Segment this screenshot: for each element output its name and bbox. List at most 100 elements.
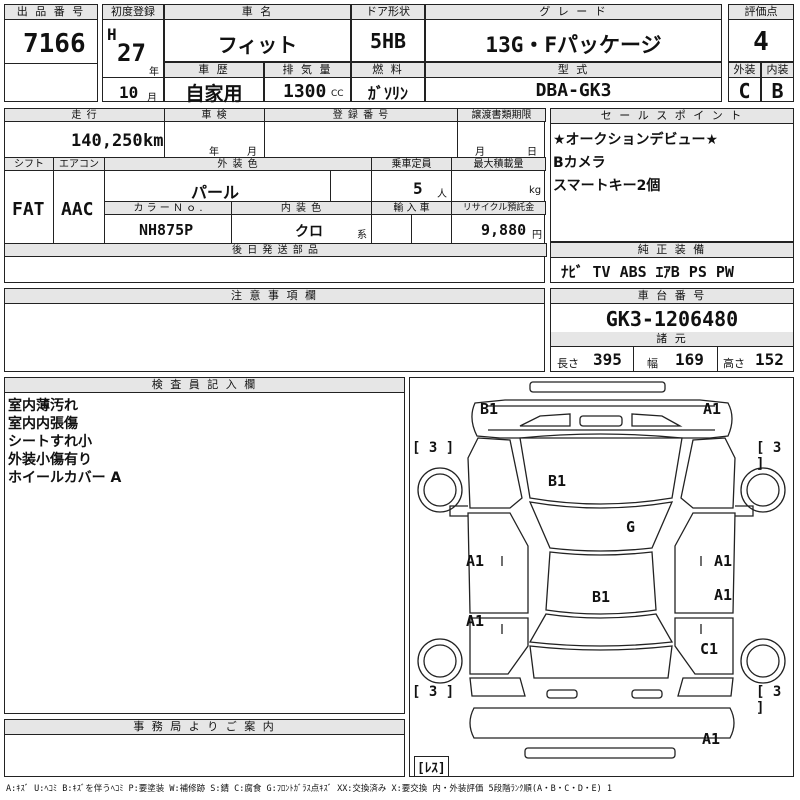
car-name-label: 車 名 bbox=[165, 5, 350, 20]
era-value: H bbox=[107, 25, 117, 44]
height-value: 152 bbox=[755, 350, 784, 369]
recycle-fee-unit: 円 bbox=[532, 230, 542, 241]
car-diagram bbox=[417, 381, 786, 759]
chassis-label: 車 台 番 号 bbox=[551, 289, 793, 304]
fuel-value: ｶﾞｿﾘﾝ bbox=[367, 84, 408, 103]
exterior-color-label: 外 装 色 bbox=[104, 157, 372, 171]
history-value: 自家用 bbox=[185, 83, 243, 105]
car-name-box: 車 名 フィット bbox=[164, 4, 351, 62]
inspector-line: 外装小傷有り bbox=[8, 452, 92, 468]
damage-rear-bumper: A1 bbox=[702, 730, 721, 748]
lot-number-value: 7166 bbox=[23, 29, 86, 59]
inspector-line: 室内薄汚れ bbox=[8, 398, 78, 414]
tire-rear-left-depth: [ 3 ] bbox=[412, 684, 455, 700]
inspector-line: 室内内張傷 bbox=[8, 416, 78, 432]
chassis-panel: 車 台 番 号 GK3-1206480 諸 元 長さ 395 幅 169 高さ … bbox=[550, 288, 794, 372]
width-value: 169 bbox=[675, 350, 704, 369]
inspection-year-unit: 年 bbox=[209, 147, 219, 158]
mileage-label: 走 行 bbox=[4, 108, 165, 122]
specs-label: 諸 元 bbox=[551, 332, 793, 347]
model-box: 型 式 DBA-GK3 bbox=[425, 62, 722, 102]
door-type-label: ドア形状 bbox=[352, 5, 424, 20]
height-label: 高さ bbox=[723, 357, 745, 370]
transfer-month-unit: 月 bbox=[475, 147, 485, 158]
office-panel: 事 務 局 よ り ご 案 内 bbox=[4, 719, 405, 777]
equipment-label: 純 正 装 備 bbox=[551, 243, 793, 258]
month-value: 10 bbox=[119, 83, 139, 102]
car-name-value: フィット bbox=[217, 33, 298, 57]
grade-label: グ レ ー ド bbox=[426, 5, 721, 20]
exterior-color-value: パール bbox=[191, 183, 240, 202]
inspector-panel: 検 査 員 記 入 欄 室内薄汚れ 室内内張傷 シートすれ小 外装小傷有り ホイ… bbox=[4, 377, 405, 714]
sales-point-line: スマートキー2個 bbox=[553, 178, 661, 194]
exterior-grade-label: 外装 bbox=[729, 63, 760, 78]
displacement-unit: CC bbox=[331, 89, 344, 99]
history-box: 車 歴 自家用 bbox=[164, 62, 264, 105]
tire-front-right-depth: [ 3 ] bbox=[756, 440, 782, 472]
mileage-unit: km bbox=[143, 131, 164, 151]
door-type-value: 5HB bbox=[369, 29, 407, 53]
spare-tire-label: [ﾚｽ] bbox=[414, 756, 449, 777]
car-diagram-panel: B1 A1 B1 G A1 A1 A1 B1 A1 C1 A1 [ 3 ] [ … bbox=[409, 377, 794, 777]
model-value: DBA-GK3 bbox=[535, 80, 612, 101]
damage-roof: B1 bbox=[592, 588, 611, 606]
sales-point-line: Bカメラ bbox=[553, 155, 606, 171]
sales-points-panel: セ ー ル ス ポ イ ン ト ★オークションデビュー★ Bカメラ スマートキー… bbox=[550, 108, 794, 242]
lot-number-box: 出 品 番 号 7166 bbox=[4, 4, 98, 102]
interior-color-unit: 系 bbox=[357, 230, 367, 241]
year-suffix: 年 bbox=[149, 67, 159, 78]
exterior-grade-value: C bbox=[738, 79, 751, 103]
interior-color-value: クロ bbox=[295, 224, 323, 240]
sales-point-line: ★オークションデビュー★ bbox=[553, 132, 719, 148]
grade-box: グ レ ー ド 13G・Fパッケージ bbox=[425, 4, 722, 62]
inspection-label: 車 検 bbox=[164, 108, 265, 122]
shift-label: シフト bbox=[4, 157, 54, 171]
aircon-value: AAC bbox=[61, 199, 94, 220]
import-label: 輸 入 車 bbox=[371, 201, 452, 215]
width-label: 幅 bbox=[647, 357, 658, 370]
score-label: 評価点 bbox=[729, 5, 793, 20]
legend-text: A:ｷｽﾞ U:ﾍｺﾐ B:ｷｽﾞを伴うﾍｺﾐ P:要塗装 W:補修跡 S:錆 … bbox=[6, 784, 612, 794]
damage-windshield: G bbox=[626, 518, 636, 536]
interior-color-label: 内 装 色 bbox=[231, 201, 372, 215]
history-label: 車 歴 bbox=[165, 63, 263, 78]
inspector-line: シートすれ小 bbox=[8, 434, 92, 450]
tire-front-left-depth: [ 3 ] bbox=[412, 440, 455, 456]
month-suffix: 月 bbox=[147, 93, 157, 104]
damage-front-right: A1 bbox=[703, 400, 722, 418]
displacement-value: 1300 bbox=[283, 81, 327, 102]
displacement-label: 排 気 量 bbox=[265, 63, 350, 78]
equipment-value: ﾅﾋﾞ TV ABS ｴｱB PS PW bbox=[561, 263, 734, 281]
capacity-unit: 人 bbox=[437, 189, 447, 200]
info-panel: 走 行 車 検 登 録 番 号 譲渡書類期限 140,250 km 年 月 月 … bbox=[4, 108, 547, 283]
damage-left-rear-door: A1 bbox=[466, 612, 485, 630]
color-no-label: カ ラ ー Ｎ ｏ . bbox=[104, 201, 232, 215]
interior-grade-value: B bbox=[771, 79, 784, 103]
mileage-value: 140,250 bbox=[71, 131, 143, 151]
first-registration-box: 初度登録 H 27 年 10 月 bbox=[102, 4, 164, 104]
later-parts-label: 後 日 発 送 部 品 bbox=[4, 243, 547, 257]
grade-value: 13G・Fパッケージ bbox=[485, 33, 662, 57]
lot-number-label: 出 品 番 号 bbox=[5, 5, 97, 20]
shift-value: FAT bbox=[12, 199, 45, 220]
recycle-fee-value: 9,880 bbox=[481, 221, 527, 239]
door-type-box: ドア形状 5HB bbox=[351, 4, 425, 62]
model-label: 型 式 bbox=[426, 63, 721, 78]
chassis-value: GK3-1206480 bbox=[605, 307, 739, 331]
damage-hood: B1 bbox=[548, 472, 567, 490]
registration-number-label: 登 録 番 号 bbox=[264, 108, 458, 122]
first-registration-label: 初度登録 bbox=[103, 5, 163, 20]
year-value: 27 bbox=[117, 39, 146, 67]
capacity-value: 5 bbox=[413, 179, 423, 198]
damage-front-left: B1 bbox=[480, 400, 499, 418]
equipment-panel: 純 正 装 備 ﾅﾋﾞ TV ABS ｴｱB PS PW bbox=[550, 242, 794, 283]
interior-grade-label: 内装 bbox=[762, 63, 793, 78]
damage-left-front-door: A1 bbox=[466, 552, 485, 570]
office-label: 事 務 局 よ り ご 案 内 bbox=[5, 720, 404, 735]
fuel-box: 燃 料 ｶﾞｿﾘﾝ bbox=[351, 62, 425, 103]
interior-grade-box: 内装 B bbox=[761, 62, 794, 103]
aircon-label: エアコン bbox=[53, 157, 105, 171]
exterior-grade-box: 外装 C bbox=[728, 62, 761, 103]
score-box: 評価点 4 bbox=[728, 4, 794, 62]
length-value: 395 bbox=[593, 350, 622, 369]
